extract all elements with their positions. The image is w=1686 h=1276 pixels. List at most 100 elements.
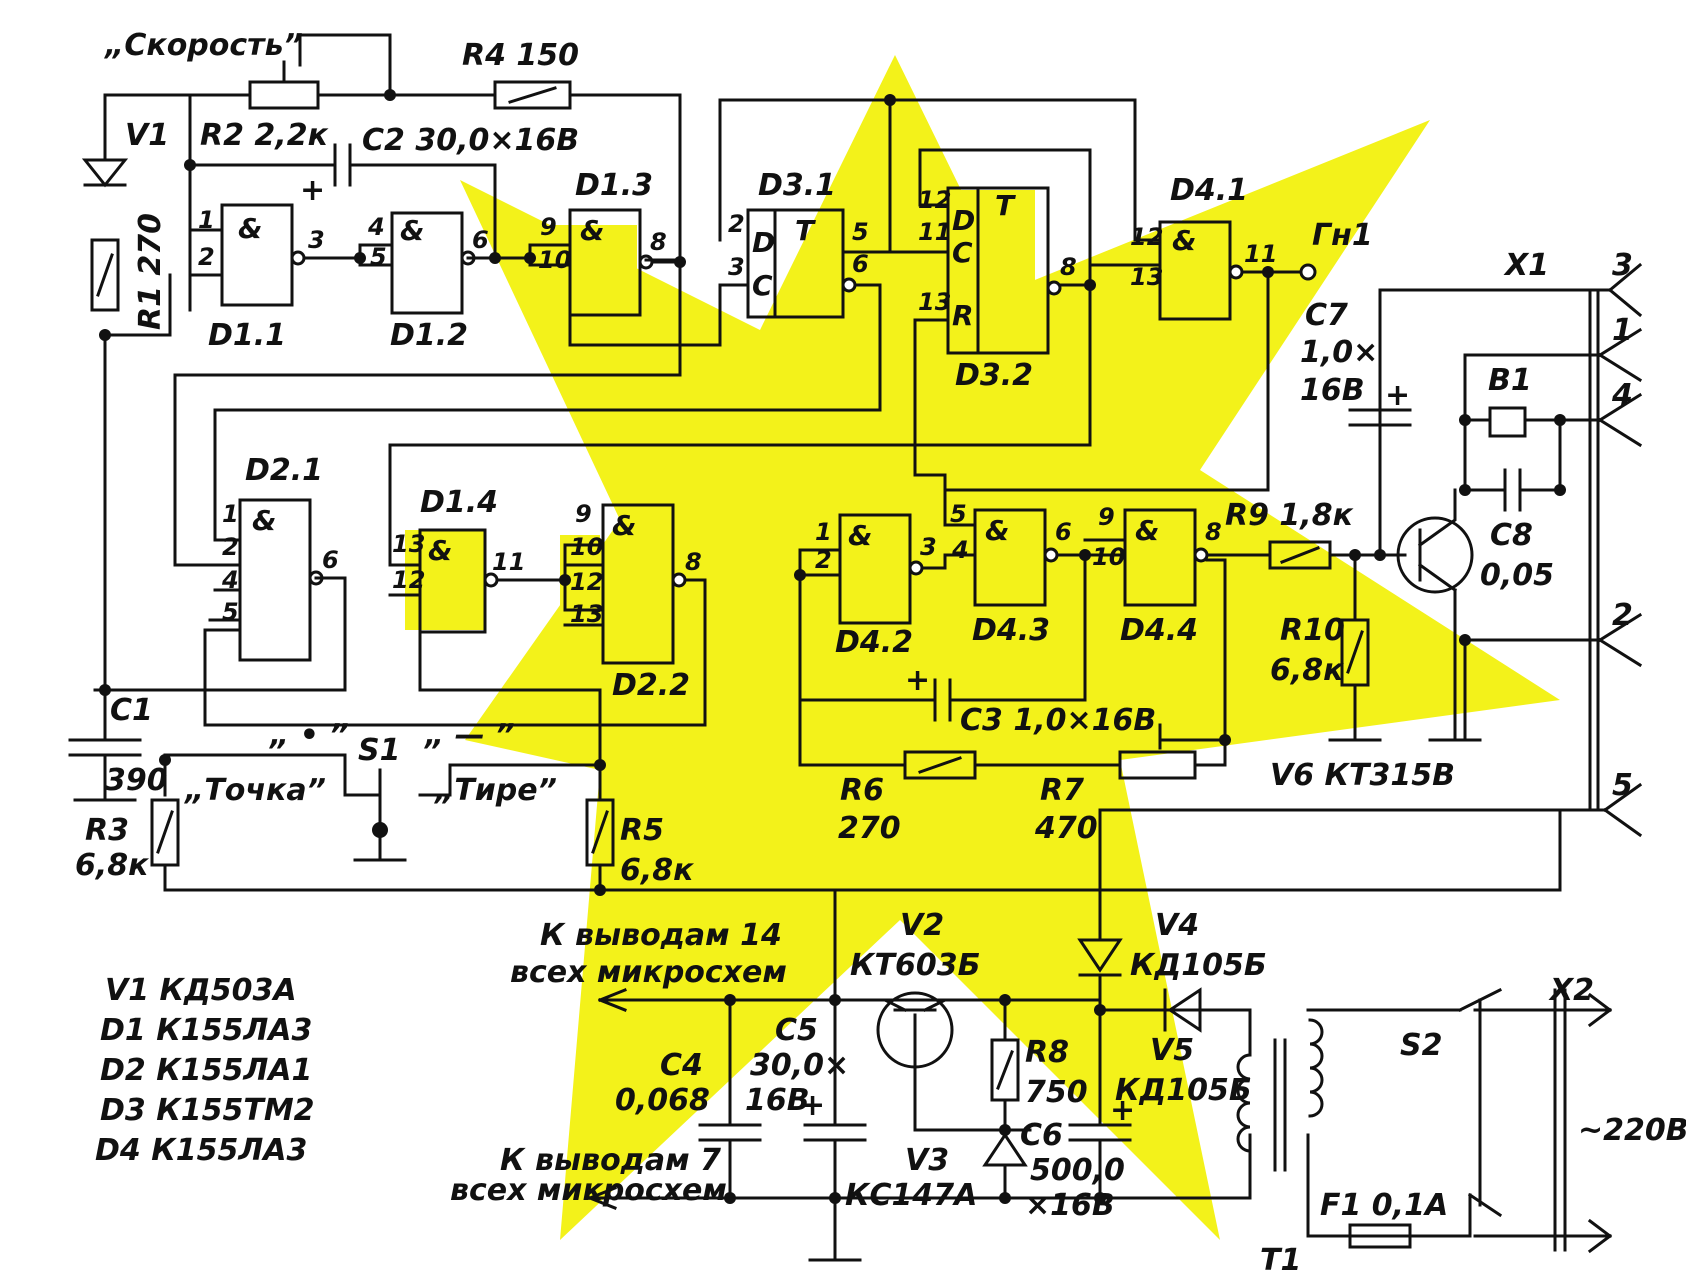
r1-slash (96, 253, 114, 297)
resistor-r1 (90, 238, 120, 312)
label-d2-1: D2.1 (245, 453, 323, 488)
label-d1-4: D1.4 (420, 485, 498, 520)
label-r2: R2 2,2к (200, 118, 329, 153)
pin: 3 (920, 533, 937, 561)
amp-d2-2: & (612, 509, 636, 542)
pin: 10 (570, 533, 603, 561)
label-c7a: C7 (1305, 298, 1348, 333)
pin: 12 (392, 566, 425, 594)
label-x2: X2 (1548, 973, 1594, 1008)
resistor-r3 (150, 798, 180, 867)
text-labels: „Скорость” R2 2,2к R4 150 C2 30,0×16В + … (75, 28, 1686, 1276)
label-c2: C2 30,0×16В (362, 123, 579, 158)
wire-d12-d13 (472, 243, 750, 347)
label-b1: B1 (1488, 363, 1532, 398)
wire-d32-r (913, 318, 977, 527)
r10-slash (1346, 630, 1364, 674)
wire-d21 (93, 538, 347, 692)
junction (99, 684, 111, 696)
amp-d4-1: & (1172, 224, 1196, 257)
highlight-d1-3 (537, 225, 637, 315)
pin: 2 (198, 243, 215, 271)
transistor-v6 (1396, 516, 1474, 594)
pin-numbers: 1 2 3 4 5 6 9 10 8 2 3 5 6 12 11 13 8 12… (198, 186, 1277, 628)
junction (594, 884, 606, 896)
pin: 8 (1205, 518, 1222, 546)
pin: 9 (540, 213, 557, 241)
label-plus-c6: + (1110, 1093, 1135, 1128)
pin: 6 (852, 250, 869, 278)
wire-x2 (1473, 988, 1612, 1252)
r9-slash (1280, 546, 1320, 564)
junction (1554, 484, 1566, 496)
pin: 1 (198, 206, 215, 234)
junction (999, 1192, 1011, 1204)
amp-d1-4: & (428, 534, 452, 567)
label-r5b: 6,8к (620, 853, 694, 888)
trig-c-d3-1: C (752, 269, 773, 302)
pin: 5 (852, 218, 869, 246)
label-r10a: R10 (1280, 613, 1345, 648)
junction (999, 994, 1011, 1006)
amp-d4-3: & (985, 514, 1009, 547)
wire-speed-pot (298, 33, 682, 262)
label-plus-c5: + (800, 1088, 825, 1123)
wire-d14-d22 (388, 543, 605, 762)
pin: 11 (492, 548, 525, 576)
amp-d4-2: & (848, 519, 872, 552)
bubble-d4-4 (1193, 547, 1209, 563)
junction (1094, 1004, 1106, 1016)
label-gn1: Гн1 (1312, 218, 1373, 253)
label-r6a: R6 (840, 773, 884, 808)
junction (1262, 266, 1274, 278)
junction (489, 252, 501, 264)
wire-b1-c8 (1463, 418, 1562, 492)
label-r7b: 470 (1034, 811, 1098, 846)
label-d1-1: D1.1 (208, 318, 286, 353)
label-c6b: 500,0 (1030, 1153, 1125, 1188)
junction (354, 252, 366, 264)
label-s1: S1 (358, 733, 400, 768)
label-c6a: C6 (1020, 1118, 1063, 1153)
label-d2-2: D2.2 (612, 668, 690, 703)
junction (794, 569, 806, 581)
pin: 9 (1098, 503, 1115, 531)
resistor-r10 (1340, 618, 1370, 687)
junction (884, 94, 896, 106)
junction (1459, 484, 1471, 496)
jack-gn1 (1299, 263, 1317, 281)
r8-slash (996, 1050, 1014, 1090)
label-c3: C3 1,0×16В (960, 703, 1156, 738)
pin: 8 (650, 228, 667, 256)
arrow-x2-top (1587, 992, 1613, 1028)
label-dash-symbol: „ — ” (423, 718, 515, 753)
pin: 2 (815, 546, 832, 574)
label-v3b: КС147А (845, 1178, 977, 1213)
label-dot-symbol: „ • ” (268, 718, 349, 753)
amp-d4-4: & (1135, 514, 1159, 547)
pin: 6 (322, 546, 339, 574)
switch-s1-pivot (372, 822, 388, 838)
junction (524, 252, 536, 264)
bubble-d4-1 (1228, 264, 1244, 280)
label-x1-pin3: 3 (1612, 248, 1633, 283)
connector-x1-3 (1607, 262, 1643, 318)
trig-c-d3-2: C (952, 236, 973, 269)
junction (594, 759, 606, 771)
pin: 10 (538, 246, 571, 274)
resistor-r8 (990, 1038, 1020, 1102)
amp-d1-1: & (238, 212, 262, 245)
resistor-r6 (903, 750, 977, 780)
pin: 13 (570, 600, 603, 628)
label-d4-1: D4.1 (1170, 173, 1248, 208)
pin: 3 (728, 253, 745, 281)
pin: 1 (222, 500, 239, 528)
pin: 2 (728, 210, 745, 238)
connector-x1-2 (1597, 612, 1643, 668)
label-c5a: C5 (775, 1013, 818, 1048)
label-t1: T1 (1260, 1243, 1301, 1276)
label-c1: C1 (110, 693, 153, 728)
pin: 12 (570, 568, 603, 596)
junction (1459, 414, 1471, 426)
label-c8b: 0,05 (1480, 558, 1554, 593)
